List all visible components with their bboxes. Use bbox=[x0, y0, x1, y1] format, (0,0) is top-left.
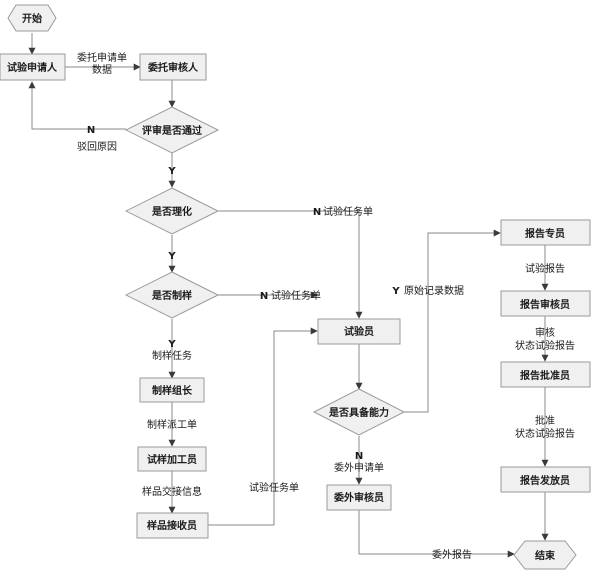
prep-task-label: 制样任务 bbox=[152, 349, 192, 362]
outsource-reviewer-node[interactable] bbox=[326, 484, 392, 511]
machinist-label: 试样加工员 bbox=[147, 453, 197, 466]
end-node[interactable] bbox=[513, 540, 577, 570]
edge-review-reject bbox=[28, 81, 126, 130]
y-label-prep: Y bbox=[167, 339, 176, 350]
reject-reason-label: 驳回原因 bbox=[77, 141, 117, 153]
n-label-capable: N bbox=[355, 451, 363, 462]
handover-label: 样品交接信息 bbox=[142, 485, 202, 498]
entrust-reviewer-node[interactable] bbox=[139, 53, 207, 81]
tester-label: 试验员 bbox=[344, 325, 374, 338]
n-label-review: N bbox=[87, 125, 95, 136]
report-specialist-label: 报告专员 bbox=[525, 227, 565, 240]
edge-labels: 委托申请单 数据 N 驳回原因 Y N 试验任务单 Y N 试验任务单 Y 制样… bbox=[77, 51, 575, 561]
task-sheet-label-3: 试验任务单 bbox=[249, 481, 299, 494]
report-issuer-label: 报告发放员 bbox=[520, 474, 570, 487]
review-pass-label: 评审是否通过 bbox=[142, 124, 202, 137]
applicant-node[interactable] bbox=[0, 53, 66, 81]
test-report-label: 试验报告 bbox=[525, 262, 565, 275]
prep-leader-node[interactable] bbox=[139, 377, 205, 403]
capable-label: 是否具备能力 bbox=[328, 406, 389, 419]
audit-label-1: 审核 bbox=[535, 326, 555, 339]
edge-capable-report bbox=[404, 229, 501, 413]
y-label-capable: Y bbox=[391, 286, 400, 297]
sample-receiver-node[interactable] bbox=[136, 512, 209, 539]
report-approver-label: 报告批准员 bbox=[520, 369, 570, 382]
outsource-report-label: 委外报告 bbox=[432, 548, 472, 561]
edge-receiver-tester bbox=[208, 327, 318, 526]
start-node[interactable] bbox=[7, 4, 57, 32]
task-sheet-label-2: 试验任务单 bbox=[271, 289, 321, 302]
raw-data-label: 原始记录数据 bbox=[404, 284, 464, 297]
prep-leader-label: 制样组长 bbox=[152, 384, 193, 397]
is-prep-label: 是否制样 bbox=[151, 289, 192, 302]
capable-decision[interactable] bbox=[312, 388, 406, 436]
tester-node[interactable] bbox=[317, 318, 401, 345]
y-label-physchem: Y bbox=[167, 251, 176, 262]
n-label-physchem: N bbox=[313, 207, 321, 218]
start-label: 开始 bbox=[22, 12, 42, 25]
audit-label-2: 状态试验报告 bbox=[515, 339, 575, 352]
report-reviewer-label: 报告审核员 bbox=[520, 298, 570, 311]
edge-physchem-tester bbox=[218, 210, 363, 319]
dispatch-label: 制样派工单 bbox=[147, 418, 197, 431]
task-sheet-label-1: 试验任务单 bbox=[323, 205, 373, 218]
edges bbox=[28, 33, 549, 558]
y-label-review: Y bbox=[167, 166, 176, 177]
review-pass-decision[interactable] bbox=[124, 106, 220, 154]
is-prep-decision[interactable] bbox=[124, 271, 220, 319]
entrust-reviewer-label: 委托审核人 bbox=[147, 61, 199, 74]
applicant-label: 试验申请人 bbox=[7, 61, 58, 74]
sample-receiver-label: 样品接收员 bbox=[147, 519, 197, 532]
end-label: 结束 bbox=[535, 549, 556, 562]
n-label-prep: N bbox=[260, 291, 268, 302]
entrust-data-label-1: 委托申请单 bbox=[77, 51, 127, 64]
report-approver-node[interactable] bbox=[500, 361, 591, 388]
is-physchem-label: 是否理化 bbox=[151, 205, 192, 218]
machinist-node[interactable] bbox=[137, 446, 207, 472]
report-issuer-node[interactable] bbox=[500, 466, 591, 493]
is-physchem-decision[interactable] bbox=[124, 187, 220, 235]
report-specialist-node[interactable] bbox=[500, 219, 591, 246]
approve-label-2: 状态试验报告 bbox=[515, 427, 575, 440]
outsource-reviewer-label: 委外审核员 bbox=[333, 491, 384, 504]
approve-label-1: 批准 bbox=[535, 414, 555, 427]
outsource-request-label: 委外申请单 bbox=[334, 461, 384, 474]
edge-outsource-end bbox=[358, 510, 515, 558]
entrust-data-label-2: 数据 bbox=[92, 63, 112, 76]
report-reviewer-node[interactable] bbox=[500, 290, 591, 317]
nodes: 开始 试验申请人 委托审核人 评审是否通过 是否理化 是否制样 试验员 是否具备… bbox=[0, 4, 591, 570]
